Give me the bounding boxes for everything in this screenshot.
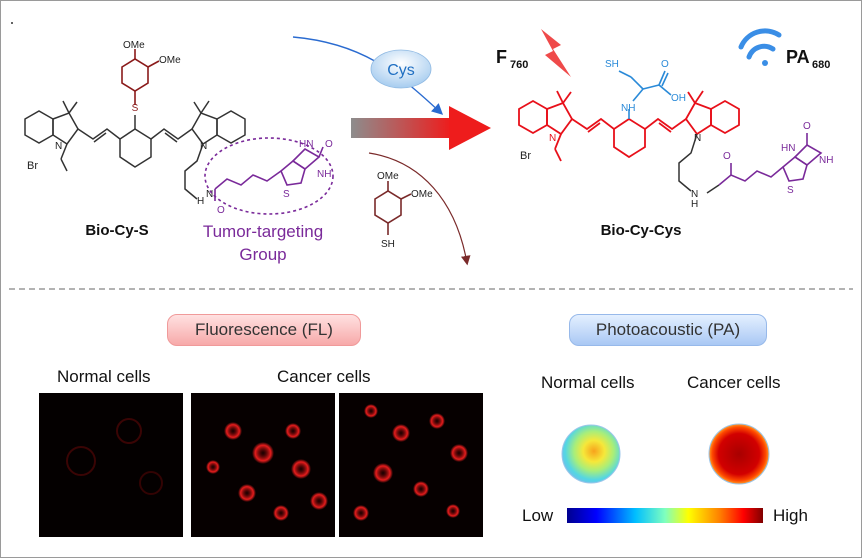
product-n-left: N xyxy=(549,133,556,144)
reactant-biotin-hn: HN xyxy=(299,139,313,150)
fl-cancer-label: Cancer cells xyxy=(277,367,371,386)
pa-scale-high-label: High xyxy=(773,506,808,525)
reactant-ome-1: OMe xyxy=(123,40,145,51)
reactant-name: Bio-Cy-S xyxy=(85,222,148,239)
product-biotin xyxy=(718,133,823,186)
product-cys-o: O xyxy=(661,59,669,70)
product-biotin-o: O xyxy=(723,151,731,162)
byproduct-sh: SH xyxy=(381,239,395,250)
product-amide-h: H xyxy=(691,199,698,210)
targeting-group-outline xyxy=(204,137,334,215)
product-dye-core xyxy=(518,90,740,162)
cys-reagent-label: Cys xyxy=(387,62,415,79)
product-counterion: Br xyxy=(520,150,531,162)
product-biotin-hn: HN xyxy=(781,143,795,154)
reactant-ome-2: OMe xyxy=(159,55,181,66)
pa-signal-sub: 680 xyxy=(812,59,830,71)
corner-dot xyxy=(11,22,13,24)
pa-signal-letter: PA xyxy=(786,47,810,67)
reactant-biotin xyxy=(214,146,324,201)
reactant-n-right: N xyxy=(200,141,207,152)
product-biotin-oxo: O xyxy=(803,121,811,132)
reactant-biotin-oxo: O xyxy=(325,139,333,150)
pa-normal-image xyxy=(561,424,621,484)
byproduct-ome-1: OMe xyxy=(377,171,399,182)
pa-cancer-image xyxy=(708,423,770,485)
product-cys-sh: SH xyxy=(605,59,619,70)
photoacoustic-wave-icon xyxy=(738,28,782,66)
reactant-biotin-o: O xyxy=(217,205,225,216)
product-n-right: N xyxy=(694,133,701,144)
fl-panel-title: Fluorescence (FL) xyxy=(167,314,361,346)
product-cys-nh: NH xyxy=(621,103,635,114)
product-biotin-s: S xyxy=(787,185,794,196)
product-biotin-nh: NH xyxy=(819,155,833,166)
reactant-amide-n: N xyxy=(206,189,213,200)
pa-normal-label: Normal cells xyxy=(541,373,635,392)
fl-signal-sub: 760 xyxy=(510,59,528,71)
byproduct-ome-2: OMe xyxy=(411,189,433,200)
fl-normal-label: Normal cells xyxy=(57,367,151,386)
fl-signal-letter: F xyxy=(496,47,507,67)
targeting-label-line2: Group xyxy=(239,245,286,264)
byproduct-structure xyxy=(374,181,412,235)
reactant-biotin-nh: NH xyxy=(317,169,331,180)
pa-scale-low-label: Low xyxy=(522,506,554,525)
targeting-label-line1: Tumor-targeting xyxy=(203,222,323,241)
product-amide-n: N xyxy=(691,189,698,200)
reactant-nh: H xyxy=(197,196,204,207)
product-linker xyxy=(678,133,720,194)
reactant-biotin-s: S xyxy=(283,189,290,200)
pa-panel-title: Photoacoustic (PA) xyxy=(569,314,767,346)
byproduct-curved-arrow xyxy=(368,152,471,266)
reactant-n-left: N xyxy=(55,141,62,152)
fl-cancer-image-1 xyxy=(191,393,335,537)
reactant-aryl-thio xyxy=(121,49,160,105)
product-name: Bio-Cy-Cys xyxy=(601,222,682,239)
reactant-counterion: Br xyxy=(27,160,38,172)
reactant-structure xyxy=(24,100,246,200)
cys-bubble xyxy=(370,49,432,89)
main-reaction-arrow xyxy=(351,106,491,150)
product-cysteine xyxy=(618,70,672,119)
pa-colorbar xyxy=(567,508,763,523)
fluorescence-bolt-icon xyxy=(541,29,571,77)
reactant-s-atom: S xyxy=(132,103,139,114)
product-cys-oh: OH xyxy=(671,93,686,104)
fl-cancer-image-2 xyxy=(339,393,483,537)
fl-normal-image xyxy=(39,393,183,537)
pa-cancer-label: Cancer cells xyxy=(687,373,781,392)
